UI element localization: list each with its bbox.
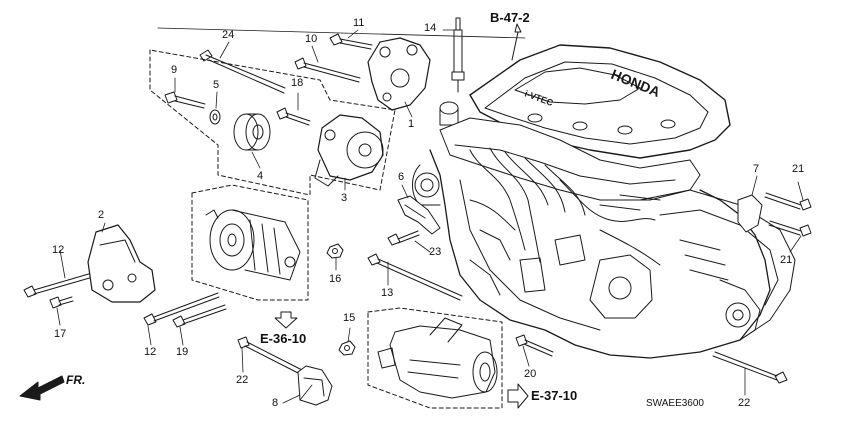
callout-11: 11	[353, 17, 365, 29]
spark-plug-14-part	[451, 17, 465, 93]
callout-18: 18	[291, 77, 304, 89]
alternator-part	[205, 209, 301, 281]
mount-bracket-1-part	[367, 37, 431, 111]
callout-10: 10	[305, 33, 318, 45]
engine-assembly	[397, 23, 796, 359]
callout-19: 19	[176, 346, 189, 358]
callout-4: 4	[257, 170, 264, 182]
callout-3: 3	[341, 192, 348, 204]
callout-7: 7	[753, 163, 760, 175]
reference-arrows	[19, 311, 529, 409]
belt-tensioner-3-part	[314, 114, 384, 187]
callout-21-lower: 21	[780, 254, 793, 266]
callout-17: 17	[54, 328, 67, 340]
callout-1: 1	[408, 118, 415, 130]
idler-pulley-4-part	[233, 113, 271, 151]
reference-b-47-2[interactable]: B-47-2	[490, 10, 530, 25]
reference-e-37-10[interactable]: E-37-10	[531, 388, 578, 403]
nuts	[326, 243, 356, 356]
starter-bracket-8-part	[297, 365, 333, 406]
reference-e-36-10[interactable]: E-36-10	[260, 331, 307, 346]
callout-23: 23	[429, 246, 442, 258]
callout-20: 20	[524, 368, 537, 380]
front-direction-label: FR.	[66, 373, 86, 387]
callout-12-lower: 12	[144, 346, 157, 358]
callout-2: 2	[98, 209, 105, 221]
callout-22-right: 22	[738, 397, 751, 409]
callout-15: 15	[343, 312, 356, 324]
alternator-bracket-2-part	[87, 224, 156, 303]
callout-8: 8	[272, 397, 279, 409]
callout-5: 5	[213, 79, 220, 91]
starter-part	[377, 317, 498, 399]
callout-13: 13	[381, 287, 394, 299]
callout-16: 16	[329, 273, 342, 285]
leader-lines	[56, 27, 804, 404]
callout-6: 6	[398, 171, 405, 183]
callout-14: 14	[424, 22, 437, 34]
bolts	[23, 33, 812, 384]
callout-9: 9	[171, 64, 178, 76]
callout-24: 24	[222, 29, 235, 41]
callout-22-left: 22	[236, 374, 249, 386]
callout-12-left: 12	[52, 244, 65, 256]
assembly-boxes	[149, 49, 503, 409]
callout-21-upper: 21	[792, 163, 805, 175]
washer-5-part	[209, 109, 221, 125]
diagram-code: SWAEE3600	[646, 398, 704, 409]
